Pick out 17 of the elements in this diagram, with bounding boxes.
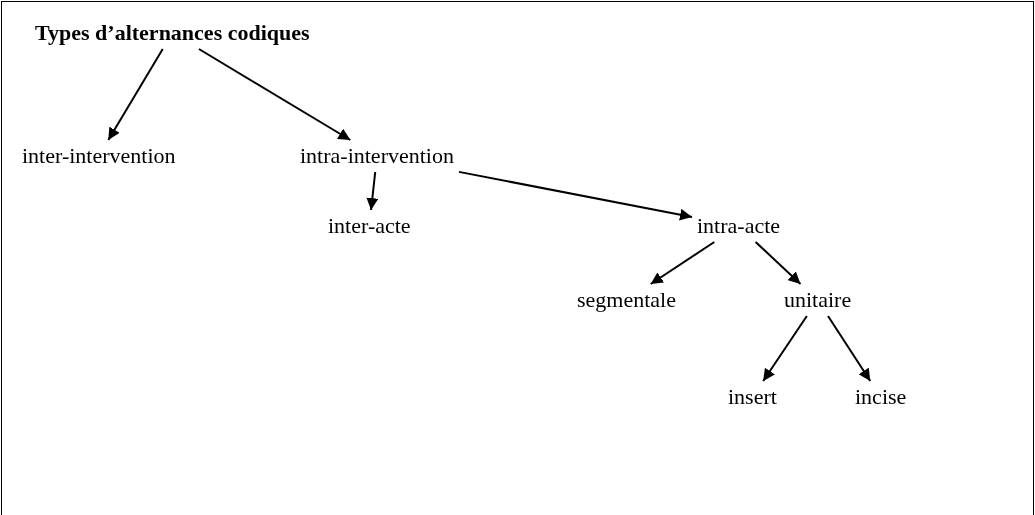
category-label: unitaire xyxy=(782,287,854,313)
category-label: intra-intervention xyxy=(298,143,456,169)
category-label: intra-acte xyxy=(695,213,783,239)
arrow xyxy=(762,315,808,382)
arrow xyxy=(827,315,872,382)
arrow xyxy=(649,241,716,285)
category-label: incise xyxy=(853,384,909,410)
diagram-title: Types d’alternances codiques xyxy=(33,20,312,46)
arrow xyxy=(107,48,164,141)
category-label: insert xyxy=(726,384,779,410)
arrow xyxy=(197,48,352,141)
category-label: inter-acte xyxy=(326,213,413,239)
arrow xyxy=(754,241,802,285)
category-label: segmentale xyxy=(575,287,678,313)
arrow xyxy=(457,170,693,221)
arrow xyxy=(366,171,379,211)
category-label: inter-intervention xyxy=(20,143,178,169)
